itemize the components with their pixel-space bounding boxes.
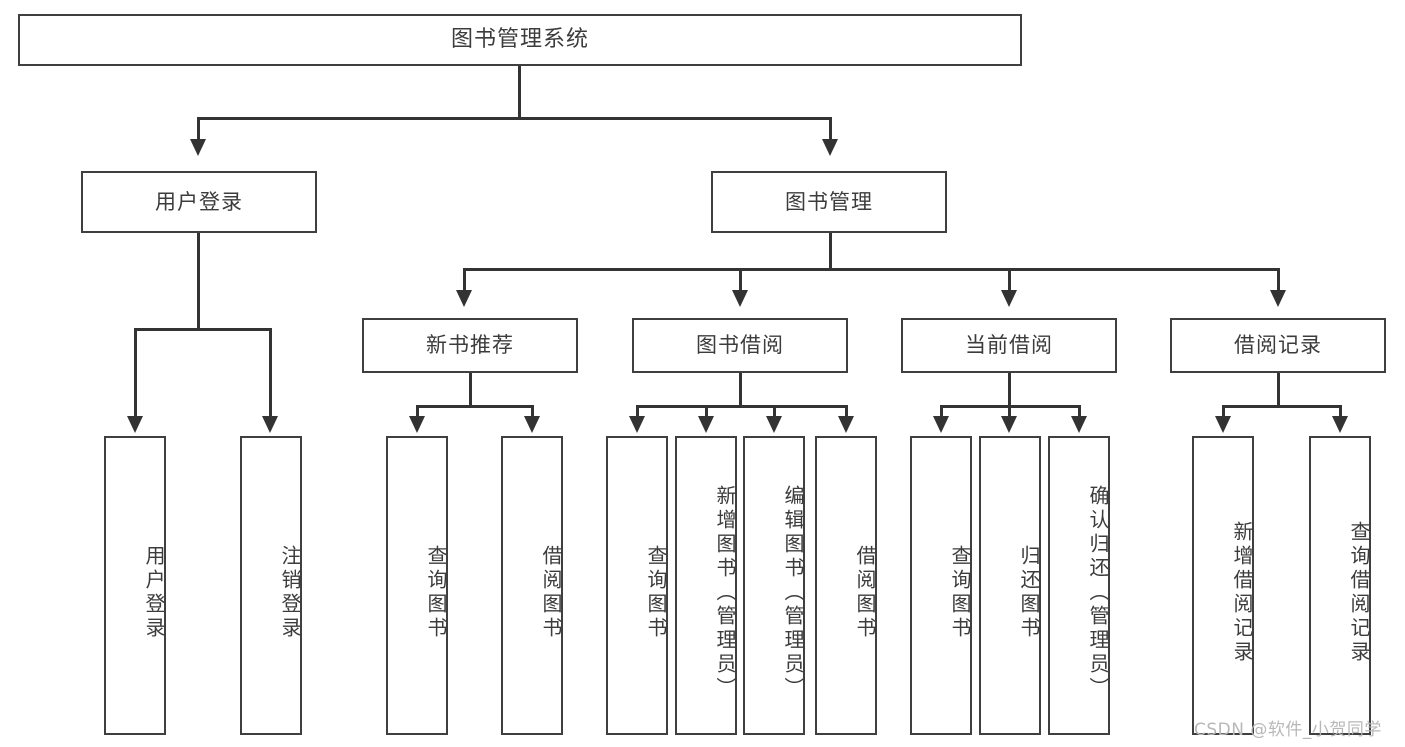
connector-borrow-record-drop-2 [1339,405,1342,418]
node-label: 用户登录 [142,544,166,641]
node-label: 查询图书 [948,544,972,641]
node-leaf-query-book-3: 查询图书 [910,436,972,735]
node-leaf-return-book: 归还图书 [979,436,1041,735]
node-book-manage: 图书管理 [711,171,947,233]
connector-borrow-record-stem [1277,373,1280,407]
node-label: 查询借阅记录 [1347,520,1371,665]
connector-borrow-record-bus [1222,405,1342,408]
node-leaf-confirm-return: 确认归还（管理员） [1048,436,1110,735]
node-label: 借阅图书 [853,544,877,641]
connector-current-borrow-stem [1008,373,1011,407]
connector-user-login-stem [197,233,200,330]
arrowhead-to-borrow-record [1270,290,1286,307]
node-label: 查询图书 [644,544,668,641]
node-new-book-rec: 新书推荐 [362,318,578,373]
arrowhead-leaf-edit-book [766,416,782,433]
node-leaf-query-book-2: 查询图书 [606,436,668,735]
connector-borrow-record-drop-1 [1222,405,1225,418]
connector-book-borrow-drop-2 [705,405,708,418]
arrowhead-leaf-query-book-1 [409,416,425,433]
connector-to-book-manage [829,117,832,141]
connector-current-borrow-drop-2 [1008,405,1011,418]
node-leaf-user-login: 用户登录 [104,436,166,735]
node-root-book-management-system: 图书管理系统 [18,14,1022,66]
node-leaf-borrow-book-1: 借阅图书 [501,436,563,735]
node-leaf-query-record: 查询借阅记录 [1309,436,1371,735]
node-leaf-borrow-book-2: 借阅图书 [815,436,877,735]
arrowhead-to-book-borrow [732,290,748,307]
node-borrow-record: 借阅记录 [1170,318,1386,373]
connector-to-current-borrow [1008,268,1011,292]
connector-book-borrow-drop-3 [773,405,776,418]
node-leaf-add-book: 新增图书（管理员） [675,436,737,735]
arrowhead-leaf-confirm-return [1071,416,1087,433]
connector-new-book-rec-stem [469,373,472,407]
connector-user-login-drop-1 [134,328,137,418]
connector-new-book-rec-bus [416,405,534,408]
node-label: 编辑图书（管理员） [781,484,805,701]
connector-to-user-login [197,117,200,141]
arrowhead-to-user-login [190,139,206,156]
node-label: 图书借阅 [696,333,784,357]
node-label: 新增图书（管理员） [713,484,737,701]
node-leaf-query-book-1: 查询图书 [386,436,448,735]
connector-to-borrow-record [1277,268,1280,292]
connector-current-borrow-drop-1 [940,405,943,418]
node-label: 新增借阅记录 [1230,520,1254,665]
arrowhead-leaf-return-book [1001,416,1017,433]
connector-to-new-book-rec [463,268,466,292]
node-label: 用户登录 [155,189,243,214]
node-leaf-edit-book: 编辑图书（管理员） [743,436,805,735]
csdn-watermark: CSDN @软件_小贺同学 [1194,720,1382,740]
node-label: 图书管理 [785,189,873,214]
node-label: 当前借阅 [965,333,1053,357]
arrowhead-to-current-borrow [1001,290,1017,307]
node-label: 注销登录 [278,544,302,641]
arrowhead-leaf-borrow-book-1 [524,416,540,433]
connector-level1-bus [197,117,831,120]
connector-new-book-rec-drop-1 [416,405,419,418]
connector-new-book-rec-drop-2 [531,405,534,418]
node-label: 借阅图书 [539,544,563,641]
node-label: 借阅记录 [1234,333,1322,357]
node-leaf-add-record: 新增借阅记录 [1192,436,1254,735]
connector-current-borrow-drop-3 [1078,405,1081,418]
node-label: 图书管理系统 [450,27,589,52]
node-label: 确认归还（管理员） [1086,484,1110,701]
arrowhead-leaf-query-book-2 [629,416,645,433]
arrowhead-leaf-borrow-book-2 [838,416,854,433]
node-label: 归还图书 [1017,544,1041,641]
arrowhead-leaf-add-book [698,416,714,433]
connector-book-manage-stem [829,233,832,270]
arrowhead-leaf-add-record [1215,416,1231,433]
arrowhead-to-new-book-rec [456,290,472,307]
connector-root-stem [518,66,521,118]
arrowhead-leaf-user-login [127,416,143,433]
connector-book-borrow-drop-4 [845,405,848,418]
node-user-login: 用户登录 [81,171,317,233]
connector-user-login-bus [134,328,271,331]
node-current-borrow: 当前借阅 [901,318,1117,373]
connector-to-book-borrow [739,268,742,292]
node-leaf-logout: 注销登录 [240,436,302,735]
connector-level2-bus [463,268,1277,271]
node-label: 查询图书 [424,544,448,641]
connector-book-borrow-stem [739,373,742,407]
connector-book-borrow-bus [636,405,848,408]
connector-book-borrow-drop-1 [636,405,639,418]
node-book-borrow: 图书借阅 [632,318,848,373]
arrowhead-leaf-query-book-3 [933,416,949,433]
arrowhead-to-book-manage [822,139,838,156]
arrowhead-leaf-query-record [1332,416,1348,433]
arrowhead-leaf-logout [262,416,278,433]
node-label: 新书推荐 [426,333,514,357]
connector-user-login-drop-2 [269,328,272,418]
